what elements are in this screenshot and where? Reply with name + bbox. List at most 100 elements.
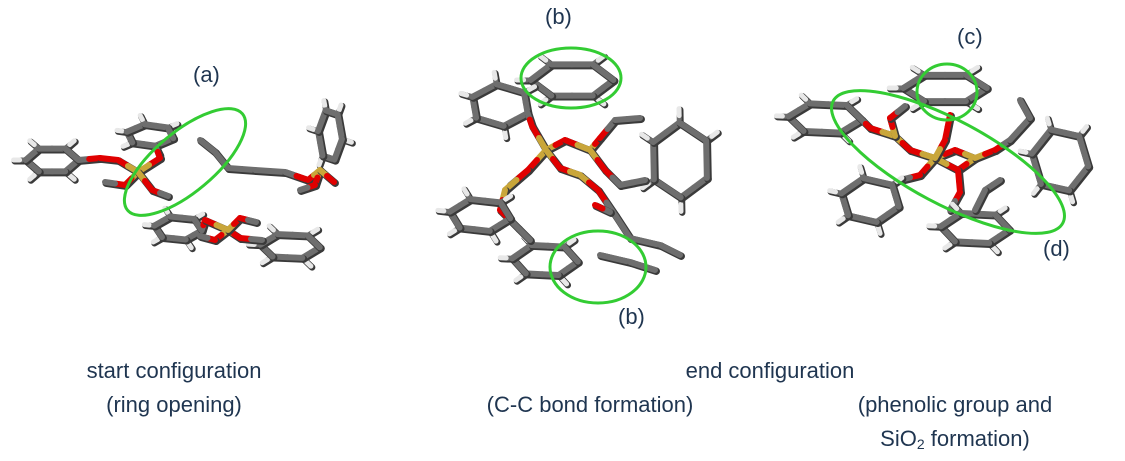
highlight-circle-d — [830, 89, 1066, 235]
bond — [197, 233, 211, 241]
bond — [490, 233, 499, 244]
bond — [141, 222, 152, 228]
bond — [1030, 186, 1040, 196]
caption-cc-bond-line: (C-C bond formation) — [486, 392, 694, 417]
bond — [1068, 193, 1076, 205]
bond — [185, 241, 194, 251]
bond — [972, 197, 983, 213]
bond — [259, 257, 270, 266]
bond — [909, 102, 921, 112]
bond — [894, 103, 908, 115]
bond — [461, 186, 470, 197]
bond — [1044, 115, 1052, 127]
label-b-bottom: (b) — [618, 304, 645, 329]
bond — [857, 164, 865, 175]
bond — [102, 179, 118, 187]
bond — [266, 223, 276, 233]
bond — [969, 64, 981, 74]
highlight-circle-c — [915, 62, 979, 122]
bond — [537, 53, 549, 63]
highlight-circle-a — [122, 107, 248, 217]
bond — [458, 90, 470, 98]
bond — [624, 115, 643, 122]
label-d: (d) — [1043, 236, 1070, 261]
bond — [790, 131, 801, 140]
bond — [248, 236, 265, 243]
bond — [324, 173, 337, 185]
caption-start-line2: (ring opening) — [106, 392, 242, 417]
bond — [336, 102, 344, 113]
bond — [67, 138, 77, 148]
bond — [999, 219, 1013, 233]
bond — [1080, 124, 1090, 134]
bond — [909, 64, 921, 74]
caption-end: end configuration — [640, 354, 900, 388]
highlight-circles — [122, 46, 1066, 305]
bond — [462, 117, 474, 126]
caption-phenolic-line2: SiO2 formation) — [815, 422, 1095, 461]
bond — [600, 69, 617, 83]
caption-start-line1: start configuration — [86, 358, 262, 383]
highlight-circle-b-bottom — [548, 229, 648, 305]
bond — [639, 263, 658, 273]
bond — [629, 177, 648, 186]
bond — [950, 201, 960, 212]
bond — [157, 190, 171, 199]
bond — [806, 100, 832, 108]
sio2-subscript: 2 — [916, 436, 925, 452]
label-c: (c) — [957, 24, 983, 49]
bond — [932, 146, 943, 161]
bond — [114, 127, 125, 134]
bond — [502, 193, 514, 202]
bond — [27, 138, 37, 148]
bond — [892, 192, 902, 210]
highlight-circle-b-top — [519, 46, 623, 110]
bond — [446, 228, 458, 237]
bond — [502, 207, 514, 222]
bond — [195, 211, 206, 219]
bond — [150, 237, 161, 245]
bond — [595, 53, 607, 63]
bond — [521, 231, 533, 243]
bond — [990, 244, 1000, 255]
bond — [435, 207, 447, 214]
caption-phenolic-line1: (phenolic group and — [857, 392, 1053, 417]
bond — [709, 129, 720, 139]
caption-phenolic: (phenolic group and SiO2 formation) — [815, 388, 1095, 461]
bond — [592, 202, 606, 212]
bond — [568, 251, 581, 265]
bond — [245, 217, 259, 225]
bond — [344, 138, 354, 145]
caption-cc-bond: (C-C bond formation) — [440, 388, 740, 422]
bond — [1080, 148, 1092, 170]
bond — [639, 131, 650, 141]
label-a: (a) — [193, 62, 220, 87]
bond — [1017, 97, 1028, 112]
bond — [120, 141, 131, 149]
bond — [321, 98, 328, 108]
bond — [875, 225, 883, 236]
label-b-top: (b) — [545, 4, 572, 29]
bond — [526, 84, 538, 93]
bond — [331, 146, 342, 163]
bond — [566, 237, 577, 246]
bond — [67, 172, 77, 182]
formation-text: formation) — [924, 426, 1030, 451]
bond — [827, 188, 838, 195]
bond — [306, 125, 316, 132]
bond — [316, 157, 324, 168]
bond — [137, 112, 145, 123]
bond — [297, 184, 311, 193]
bond — [502, 129, 509, 141]
molecular-models — [11, 53, 1094, 289]
bond — [169, 121, 180, 129]
bond — [997, 205, 1008, 214]
bond — [942, 242, 953, 251]
bond — [667, 247, 683, 258]
caption-end-line1: end configuration — [685, 358, 855, 383]
bond — [491, 69, 498, 81]
bond — [310, 226, 321, 235]
bond — [310, 238, 323, 251]
bond — [27, 172, 37, 182]
sio2-text: SiO — [880, 426, 917, 451]
